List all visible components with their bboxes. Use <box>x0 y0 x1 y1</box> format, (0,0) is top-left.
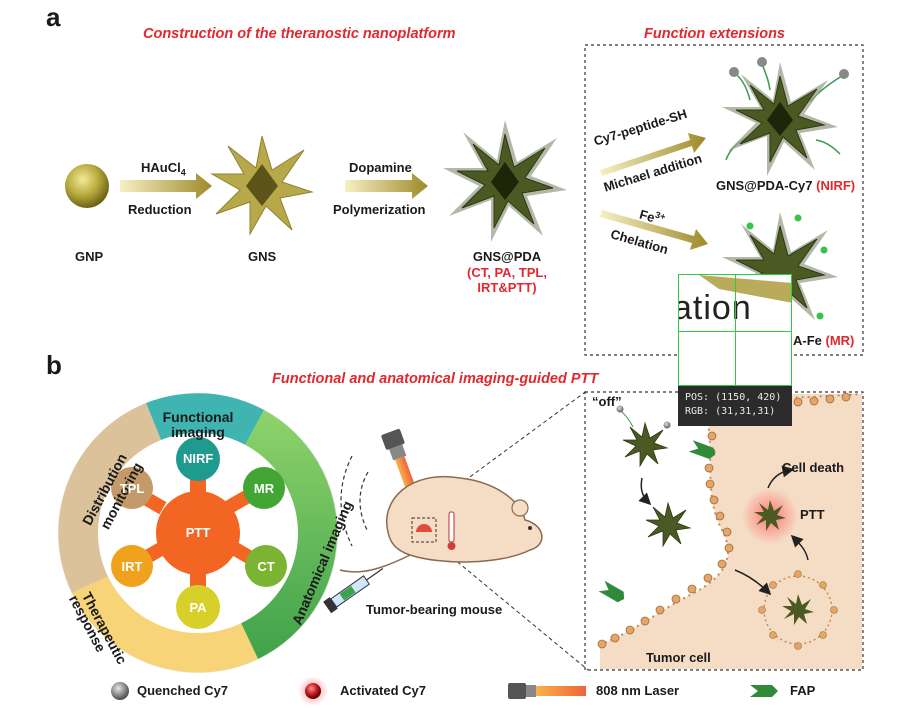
rgb-value: (31,31,31) <box>715 406 776 417</box>
mr-bubble <box>225 467 285 514</box>
gns-pda-cy7-star <box>722 57 849 176</box>
legend-fap-label: FAP <box>790 683 816 698</box>
irt-bubble <box>111 541 167 587</box>
ring-label-functional-2: imaging <box>171 424 225 440</box>
panel-a-letter: a <box>46 2 61 32</box>
hauc-label: HAuCl4 <box>141 160 186 178</box>
gns-pda-fe-text: A-Fe <box>793 333 822 348</box>
magnifier-background <box>699 275 791 303</box>
imaging-ring <box>58 393 338 673</box>
crosshair-vertical <box>735 275 736 385</box>
ring-segment-anatomical <box>241 410 338 659</box>
dopamine-label: Dopamine <box>349 160 412 175</box>
gns-pda-functions-line1: (CT, PA, TPL, <box>467 265 547 280</box>
hauc-text: HAuCl <box>141 160 181 175</box>
panel-a-graphics <box>65 44 864 356</box>
rgb-label: RGB: <box>685 406 710 417</box>
pos-label: POS: <box>685 392 710 403</box>
ring-segment-therapeutic <box>72 576 258 673</box>
legend-graphics <box>111 676 778 706</box>
legend-laser-label: 808 nm Laser <box>596 683 680 698</box>
function-extensions-title: Function extensions <box>644 26 785 42</box>
michael-addition-arrow <box>600 133 706 176</box>
fap-legend-icon <box>750 685 778 697</box>
syringe <box>323 568 384 614</box>
cleaved-nanoparticle <box>645 501 692 548</box>
reduction-label: Reduction <box>128 202 192 217</box>
modality-tpl: TPL <box>119 481 145 496</box>
rgb-row: RGB: (31,31,31) <box>685 405 785 419</box>
gns-pda-cy7-label: GNS@PDA-Cy7 (NIRF) <box>716 178 855 193</box>
ptt-center <box>156 491 240 575</box>
tumor-bearing-mouse-label: Tumor-bearing mouse <box>366 602 503 617</box>
pixel-info-tooltip: POS: (1150, 420) RGB: (31,31,31) <box>678 386 792 426</box>
tumor-cell-label: Tumor cell <box>646 650 711 665</box>
gns-pda-star <box>443 120 567 242</box>
gnp-sphere <box>65 164 109 208</box>
endosome <box>758 570 838 650</box>
activated-cy7-icon <box>305 683 321 699</box>
mr-tag: (MR) <box>825 333 855 348</box>
ring-segment-distribution <box>58 403 161 593</box>
hauc-subscript: 4 <box>180 167 186 178</box>
pos-value: (1150, 420) <box>715 392 782 403</box>
gns-label: GNS <box>248 249 277 264</box>
modality-irt: IRT <box>121 559 143 574</box>
ct-bubble <box>231 542 287 587</box>
gns-pda-cy7-text: GNS@PDA-Cy7 <box>716 178 813 193</box>
polymerization-arrow <box>345 173 428 199</box>
reduction-arrow <box>120 173 212 199</box>
crosshair-horizontal <box>679 331 791 332</box>
ptt-label: PTT <box>800 507 825 522</box>
off-label: “off” <box>592 394 622 409</box>
modality-nirf: NIRF <box>183 451 214 466</box>
panel-b-title: Functional and anatomical imaging-guided… <box>272 371 599 387</box>
mouse-illustration <box>339 476 543 573</box>
modality-ct: CT <box>257 559 275 574</box>
chelation-arrow <box>600 210 708 250</box>
cell-death-label: Cell death <box>782 460 845 475</box>
ptt-center-label: PTT <box>185 525 211 540</box>
modality-mr: MR <box>253 481 275 496</box>
nirf-bubble <box>176 437 220 495</box>
gns-pda-label: GNS@PDA <box>472 249 542 264</box>
pos-row: POS: (1150, 420) <box>685 391 785 405</box>
panel-b-graphics <box>58 389 864 673</box>
magnifier-text: ation <box>678 289 752 327</box>
fap-top <box>688 440 716 460</box>
pa-bubble <box>176 571 220 629</box>
tpl-bubble <box>111 467 167 515</box>
legend-quenched-label: Quenched Cy7 <box>137 683 229 698</box>
legend-activated-label: Activated Cy7 <box>340 683 426 698</box>
magnifier-loupe: ation <box>678 274 792 386</box>
gns-star <box>210 135 314 236</box>
gnp-label: GNP <box>75 249 104 264</box>
ring-segment-functional <box>146 393 264 445</box>
polymerization-label: Polymerization <box>333 202 426 217</box>
laser-legend-icon <box>508 683 586 699</box>
ptt-active-particle <box>742 488 798 544</box>
quenched-cy7-icon <box>111 682 129 700</box>
gns-pda-fe-label: A-Fe (MR) <box>793 333 854 348</box>
ring-label-functional-1: Functional <box>162 409 234 425</box>
panel-b-letter: b <box>46 350 62 380</box>
fap-bottom <box>598 580 625 603</box>
modality-pa: PA <box>189 600 207 615</box>
panel-a-title: Construction of the theranostic nanoplat… <box>143 26 456 42</box>
gns-pda-functions-line2: IRT&PTT) <box>477 280 537 295</box>
off-nanoparticle <box>616 405 671 468</box>
nirf-tag: (NIRF) <box>816 178 856 193</box>
